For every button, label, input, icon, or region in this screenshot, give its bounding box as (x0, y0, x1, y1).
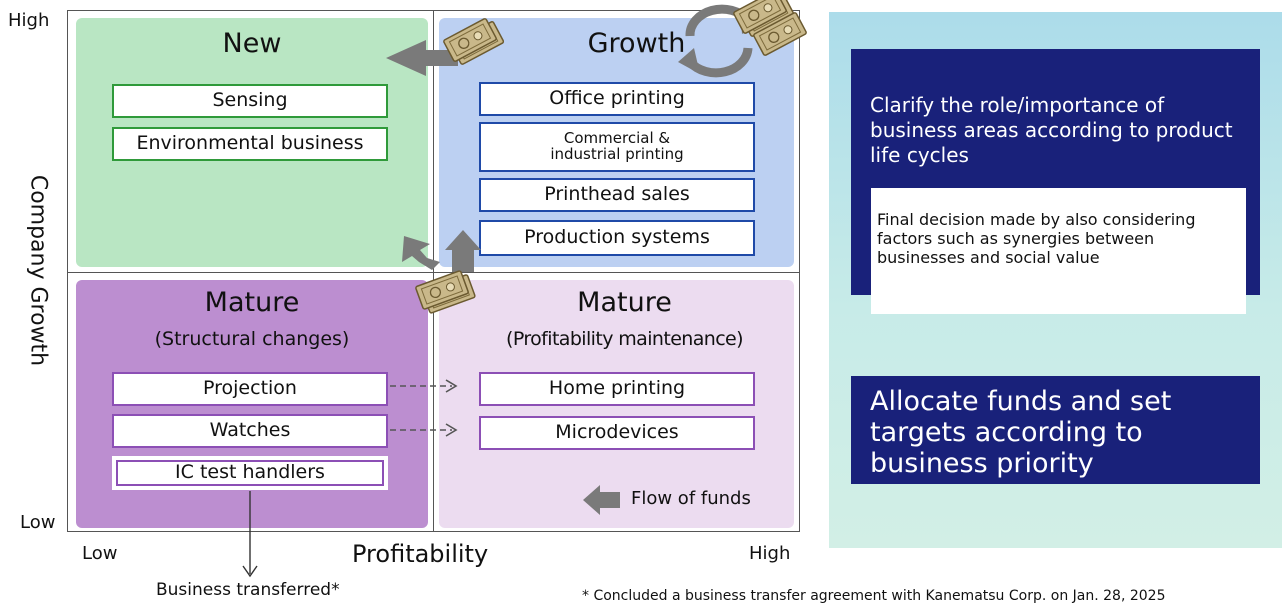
flow-of-funds-legend-arrow (583, 485, 620, 515)
quadrant-growth-title: Growth (587, 28, 686, 59)
x-axis-low-label: Low (82, 543, 118, 564)
quadrant-mature-profit-title: Mature (577, 287, 672, 318)
item-watches: Watches (112, 414, 388, 448)
funds-arrow-growth-to-new (386, 40, 458, 76)
item-printhead-sales: Printhead sales (479, 178, 755, 212)
x-axis-high-label: High (749, 543, 791, 564)
quadrant-mature-structural-subtitle: (Structural changes) (154, 328, 350, 350)
quadrant-mature-profit: Mature (Profitability maintenance) Home … (439, 280, 794, 528)
money-icon-mature (415, 269, 475, 315)
item-projection: Projection (112, 372, 388, 406)
panel-note-box: Final decision made by also considering … (871, 188, 1246, 314)
panel-result-text: Allocate funds and set targets according… (870, 386, 1172, 479)
item-ic-test-handlers: IC test handlers (112, 456, 388, 490)
item-environmental-business: Environmental business (112, 127, 388, 161)
panel-heading-box: Clarify the role/importance of business … (851, 49, 1260, 314)
transfer-arrow (242, 491, 258, 578)
item-sensing: Sensing (112, 84, 388, 118)
dashed-arrow-projection (390, 379, 458, 393)
y-axis-low-label: Low (20, 512, 56, 533)
funds-arrow-mature-to-growth (445, 230, 481, 272)
quadrant-growth: Growth Office printing Commercial & indu… (439, 18, 794, 267)
item-production-systems: Production systems (479, 220, 755, 256)
y-axis-high-label: High (8, 10, 50, 31)
item-commercial-industrial-printing: Commercial & industrial printing (479, 122, 755, 172)
matrix-v-divider (433, 10, 434, 532)
quadrant-mature-profit-subtitle: (Profitability maintenance) (506, 328, 744, 350)
item-home-printing: Home printing (479, 372, 755, 406)
quadrant-mature-structural-title: Mature (204, 287, 300, 318)
quadrant-new: New Sensing Environmental business (76, 18, 428, 267)
item-microdevices: Microdevices (479, 416, 755, 450)
panel-heading-text: Clarify the role/importance of business … (870, 93, 1233, 167)
quadrant-mature-structural: Mature (Structural changes) Projection W… (76, 280, 428, 528)
panel-note-text: Final decision made by also considering … (877, 210, 1196, 267)
transfer-footnote: * Concluded a business transfer agreemen… (582, 588, 1166, 604)
quadrant-new-title: New (222, 28, 282, 59)
item-office-printing: Office printing (479, 82, 755, 116)
flow-of-funds-label: Flow of funds (631, 488, 751, 509)
panel-result-box: Allocate funds and set targets according… (851, 376, 1260, 484)
right-panel: Clarify the role/importance of business … (829, 12, 1282, 548)
dashed-arrow-watches (390, 423, 458, 437)
business-transferred-label: Business transferred* (156, 580, 340, 600)
funds-arrow-mature-to-new (402, 236, 440, 270)
x-axis-title: Profitability (352, 540, 489, 568)
